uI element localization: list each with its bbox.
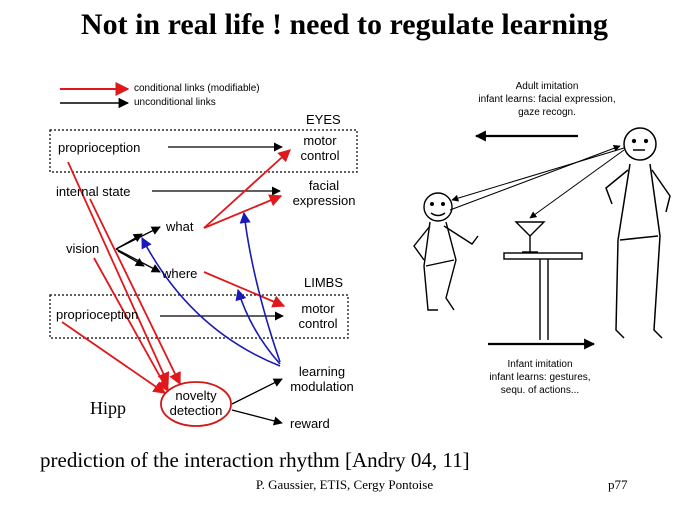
- hipp-label: Hipp: [90, 398, 126, 418]
- internal-state-label: internal state: [56, 184, 131, 199]
- eyes-label: EYES: [306, 112, 341, 127]
- eyes-group-box: [49, 129, 358, 173]
- unconditional-links: [115, 142, 284, 426]
- modulation-links: [141, 211, 281, 367]
- legend-conditional-label: conditional links (modifiable): [134, 83, 260, 94]
- reward-label: reward: [290, 416, 330, 431]
- footer-page-number: p77: [608, 477, 628, 492]
- child-figure: [413, 192, 479, 311]
- gaze-lines: [449, 144, 625, 219]
- slide-caption: prediction of the interaction rhythm [An…: [40, 448, 470, 472]
- table: [503, 221, 583, 340]
- footer-author: P. Gaussier, ETIS, Cergy Pontoise: [255, 477, 434, 492]
- proprioception-top-label: proprioception: [58, 140, 141, 155]
- adult-figure: [605, 127, 671, 339]
- proprioception-bottom-label: proprioception: [56, 307, 139, 322]
- what-label: what: [166, 219, 194, 234]
- adult-imitation-caption: Adult imitation infant learns: facial ex…: [478, 81, 616, 118]
- where-label: where: [162, 266, 198, 281]
- limbs-label: LIMBS: [304, 275, 344, 290]
- vision-label: vision: [66, 241, 100, 256]
- legend-unconditional-label: unconditional links: [134, 97, 216, 108]
- slide-title: Not in real life ! need to regulate lear…: [80, 8, 609, 41]
- limbs-group-box: [49, 294, 349, 339]
- novelty-detection-ellipse: [160, 381, 232, 427]
- infant-imitation-caption: Infant imitation infant learns: gestures…: [489, 359, 591, 396]
